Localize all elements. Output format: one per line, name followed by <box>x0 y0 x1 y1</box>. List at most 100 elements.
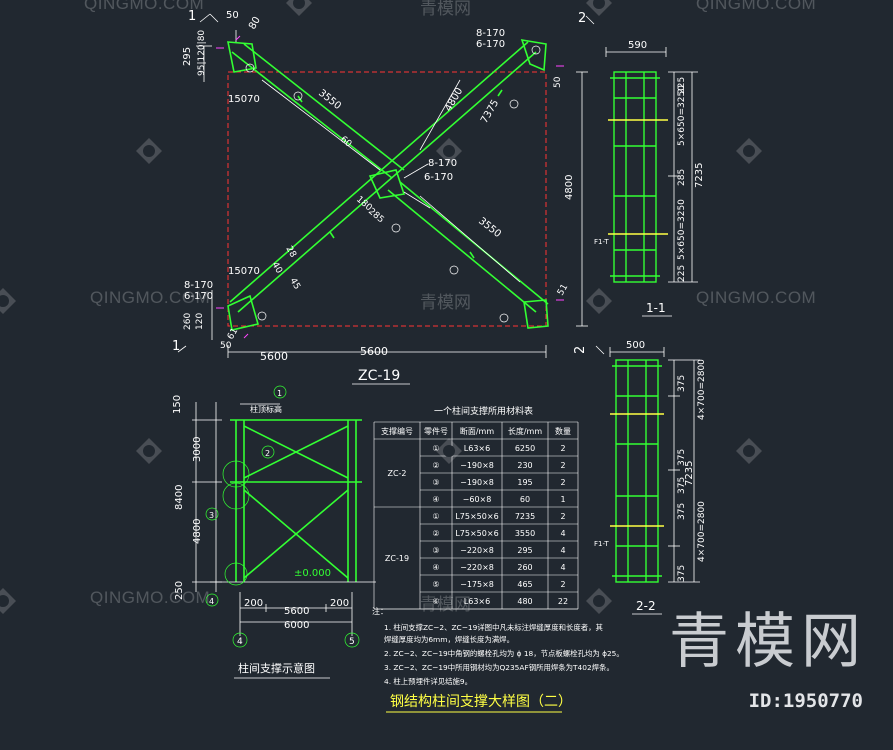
section11-5x650-top: 5×650=3250 <box>677 85 687 146</box>
watermark-latin: QINGMO.COM <box>696 0 817 13</box>
section22-4x700-b: 4×700=2800 <box>697 501 707 562</box>
gusset-plate-center <box>368 169 406 199</box>
table-data-cell: ⑤ <box>432 580 439 589</box>
section22-375-b: 375 <box>677 449 687 466</box>
section11-5x650-bot: 5×650=3250 <box>677 199 687 260</box>
section22-375-d: 375 <box>677 503 687 520</box>
table-data-cell: 2 <box>560 461 565 470</box>
zc19-spec-a2: 6-170 <box>476 39 505 50</box>
schematic-axis-5: 5 <box>349 637 355 647</box>
schematic-title: 柱间支撑示意图 <box>238 661 315 675</box>
watermark-logo-icon <box>136 438 162 464</box>
note-1b: 焊缝厚度均为6mm，焊缝长度为满焊。 <box>384 635 514 644</box>
zc19-title: ZC-19 <box>358 368 400 384</box>
section11-285: 285 <box>677 169 687 186</box>
schematic-members <box>230 419 362 582</box>
section22-members <box>612 359 662 583</box>
section11-label: 1-1 <box>646 301 666 315</box>
gusset-plate-lr <box>523 299 549 329</box>
gusset-plate-ul <box>227 41 257 73</box>
schematic-dim-150: 150 <box>172 395 183 414</box>
schematic-dim-4800: 4800 <box>192 519 203 544</box>
zc19-top-50: 50 <box>226 10 239 21</box>
table-data-cell: −190×8 <box>460 461 494 470</box>
watermark-latin: QINGMO.COM <box>696 288 817 307</box>
table-data-cell: L63×6 <box>464 597 490 606</box>
schematic-dim-5600: 5600 <box>284 606 309 617</box>
table-data-cell: ① <box>432 512 439 521</box>
cut-mark-1-bottom: 1 <box>172 339 180 354</box>
zc19-center-285: 285 <box>366 207 386 226</box>
watermark-chinese: 青模网 <box>420 293 471 313</box>
schematic-tag-2: 2 <box>265 449 270 458</box>
watermark-logo-icon <box>136 138 162 164</box>
watermark-logo-icon <box>436 438 462 464</box>
zc19-diag-len-b: 3550 <box>476 216 503 240</box>
table-data-cell: L75×50×6 <box>455 529 498 538</box>
zc19-bottom-61: 61 <box>226 327 240 342</box>
table-data-cell: 4 <box>560 563 565 572</box>
watermark-logo-icon <box>436 138 462 164</box>
table-data-cell: ① <box>432 444 439 453</box>
zc19-bottom-120: 120 <box>195 313 205 330</box>
table-data-cell: 2 <box>560 444 565 453</box>
table-data-cell: 230 <box>517 461 532 470</box>
table-data-cell: 195 <box>517 478 532 487</box>
watermark-logo-icon <box>586 0 612 16</box>
section11-members <box>610 71 660 283</box>
zc19-spec-c1: 8-170 <box>184 280 213 291</box>
brand-watermark-large: 青模网 <box>669 607 867 677</box>
watermark-logo-icon <box>0 588 16 614</box>
zc19-diagonals <box>227 38 549 331</box>
schematic-tag-4: 4 <box>209 597 214 606</box>
watermark-chinese: 青模网 <box>420 0 471 19</box>
zc19-dim-lines <box>177 13 605 358</box>
bracing-schematic: 150 3000 8400 4800 250 200 5600 200 6000… <box>172 385 376 679</box>
table-data-cell: L75×50×6 <box>455 512 498 521</box>
diag-member-main <box>237 51 537 313</box>
zc19-diag-len-a: 3550 <box>316 88 343 112</box>
watermark-logo-icon <box>286 0 312 16</box>
zc19-spec-a1: 8-170 <box>476 28 505 39</box>
watermark-latin: QINGMO.COM <box>90 288 211 307</box>
table-data-cell: ③ <box>432 546 439 555</box>
watermark-latin: QINGMO.COM <box>90 588 211 607</box>
watermark-chinese: 青模网 <box>420 595 471 615</box>
table-data-cell: L63×6 <box>464 444 490 453</box>
gusset-plate-ur <box>520 38 547 72</box>
watermark-latin: QINGMO.COM <box>84 0 205 13</box>
watermark-logo-icon <box>586 288 612 314</box>
watermark-logo-icon <box>586 588 612 614</box>
table-data-cell: 2 <box>560 512 565 521</box>
section-2-2: 500 375 4×700=2800 375 375 375 4×700=280… <box>594 340 707 615</box>
schematic-tag-1: 1 <box>277 389 282 398</box>
table-group-label: ZC-19 <box>385 554 409 563</box>
section22-label: 2-2 <box>636 599 656 613</box>
section11-top-width: 590 <box>628 40 647 51</box>
table-data-cell: 480 <box>517 597 532 606</box>
zc19-left-15070b: 15070 <box>228 266 260 277</box>
table-data-cell: −220×8 <box>460 546 494 555</box>
zc19-spec-c2: 6-170 <box>184 291 213 302</box>
zc19-seg-7375: 7375 <box>479 98 501 126</box>
section22-dims <box>609 347 700 583</box>
table-data-cell: 22 <box>558 597 568 606</box>
section-1-1: 590 225 5×650=3250 285 5×650=3250 225 72… <box>594 40 705 317</box>
schematic-dims <box>192 402 376 636</box>
table-data-cell: 260 <box>517 563 532 572</box>
schematic-tags <box>205 385 360 648</box>
diag-member-lr <box>387 189 537 313</box>
section22-375-a: 375 <box>677 375 687 392</box>
zc19-center-45: 45 <box>287 277 301 292</box>
zc19-right-51: 51 <box>556 283 570 298</box>
table-data-cell: 7235 <box>515 512 535 521</box>
table-data-cell: ④ <box>432 495 439 504</box>
cut-mark-2-bottom: 2 <box>573 346 588 354</box>
zc19-left-15070: 15070 <box>228 94 260 105</box>
table-data-cell: 295 <box>517 546 532 555</box>
section11-plates <box>608 119 668 235</box>
table-header-cell: 断面/mm <box>460 426 494 436</box>
